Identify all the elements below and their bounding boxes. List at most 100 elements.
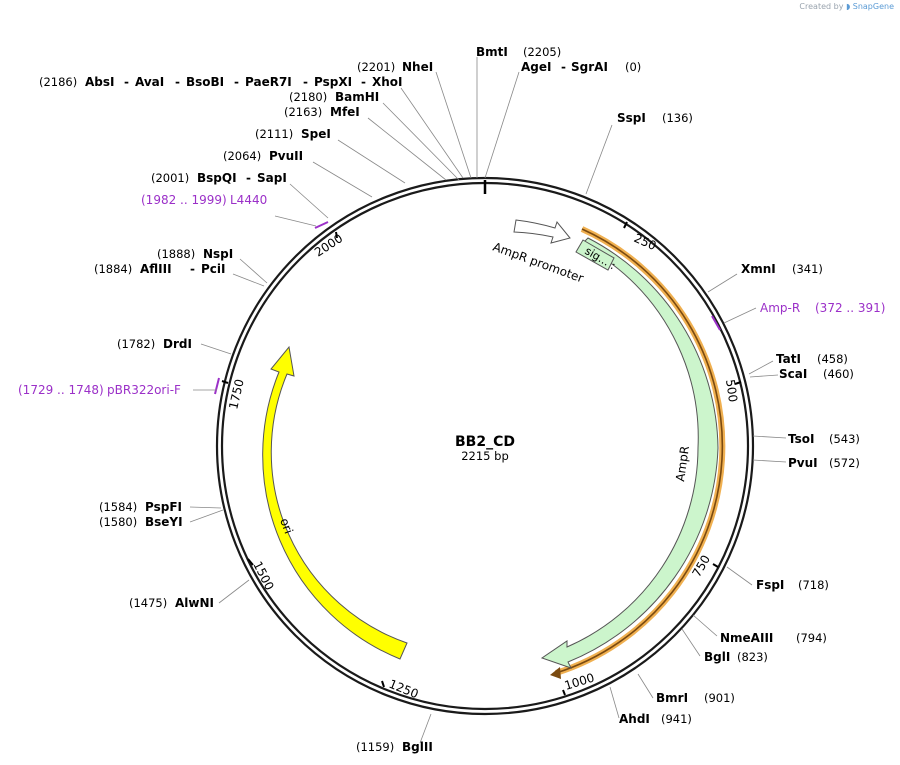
enzyme-tati[interactable]: TatI (458) [776, 352, 848, 366]
svg-text:-: - [124, 75, 129, 89]
enzyme-name: BseYI [145, 515, 183, 529]
enzyme-pos: (0) [625, 60, 641, 74]
enzyme-tsoi[interactable]: TsoI (543) [788, 432, 860, 446]
enzyme-bmti[interactable]: BmtI (2205) [476, 45, 561, 59]
enzyme-scai[interactable]: ScaI (460) [779, 367, 854, 381]
svg-text:-: - [234, 75, 239, 89]
enzyme-bamhi[interactable]: (2180) BamHI [289, 90, 379, 104]
enzyme-nhei[interactable]: (2201) NheI [357, 60, 433, 74]
tick-1750: 1750 [221, 378, 247, 411]
enzyme-bspqi-sapi[interactable]: (2001) BspQI - SapI [151, 171, 287, 185]
primer-marks [214, 221, 721, 395]
enzyme-pos: (718) [798, 578, 829, 592]
enzyme-pos: (823) [737, 650, 768, 664]
enzyme-agei-sgrai[interactable]: AgeI - SgrAI (0) [521, 60, 641, 74]
tick-label-1000: 1000 [563, 671, 596, 693]
enzyme-mfei[interactable]: (2163) MfeI [284, 105, 360, 119]
snapgene-brand: Created by ◗ SnapGene [799, 2, 894, 11]
feature-label-ampr: AmpR [673, 445, 692, 482]
enzyme-name: XhoI [372, 75, 403, 89]
enzyme-name: BglII [402, 740, 433, 754]
enzyme-bglii[interactable]: (1159) BglII [356, 740, 433, 754]
enzyme-nmeaiii[interactable]: NmeAIII (794) [720, 631, 827, 645]
primer-pos: (1729 .. 1748) [18, 383, 104, 397]
enzyme-name: AbsI [85, 75, 114, 89]
enzyme-sspi[interactable]: SspI (136) [617, 111, 693, 125]
enzyme-pos: (1584) [99, 500, 137, 514]
enzyme-fspi[interactable]: FspI (718) [756, 578, 829, 592]
enzyme-pos: (2064) [223, 149, 261, 163]
enzyme-name: BsoBI [186, 75, 224, 89]
enzyme-name: NheI [402, 60, 433, 74]
enzyme-name: NspI [203, 247, 233, 261]
enzyme-ahdi[interactable]: AhdI (941) [619, 712, 692, 726]
feature-amp-orf-outline[interactable] [550, 226, 726, 679]
enzyme-nspi[interactable]: (1888) NspI [157, 247, 233, 261]
enzyme-pos: (2201) [357, 60, 395, 74]
primer-pbr322ori-f[interactable]: (1729 .. 1748) pBR322ori-F [18, 383, 181, 397]
enzyme-bseyi[interactable]: (1580) BseYI [99, 515, 183, 529]
feature-ampr-promoter[interactable]: AmpR promoter [491, 219, 585, 286]
enzyme-pos: (1159) [356, 740, 394, 754]
tick-500: 500 [723, 378, 742, 403]
enzyme-pvuii[interactable]: (2064) PvuII [223, 149, 303, 163]
primer-pos: (372 .. 391) [815, 301, 885, 315]
enzyme-pos: (2001) [151, 171, 189, 185]
svg-text:-: - [175, 75, 180, 89]
enzyme-pos: (1580) [99, 515, 137, 529]
enzyme-name: TatI [776, 352, 801, 366]
svg-text:-: - [561, 60, 566, 74]
enzyme-name: PvuI [788, 456, 818, 470]
enzyme-xmni[interactable]: XmnI (341) [741, 262, 823, 276]
enzyme-alwni[interactable]: (1475) AlwNI [129, 596, 214, 610]
tick-label-1750: 1750 [226, 378, 247, 411]
feature-ori[interactable]: ori [262, 345, 408, 660]
enzyme-pos: (1782) [117, 337, 155, 351]
enzyme-drdi[interactable]: (1782) DrdI [117, 337, 192, 351]
enzyme-bgli[interactable]: BglI (823) [704, 650, 768, 664]
enzyme-name: BmrI [656, 691, 688, 705]
tick-label-250: 250 [632, 231, 659, 253]
tick-label-500: 500 [723, 378, 740, 403]
enzyme-pos: (2180) [289, 90, 327, 104]
enzyme-name: SspI [617, 111, 646, 125]
primer-amp-r[interactable]: Amp-R (372 .. 391) [760, 301, 885, 315]
enzyme-pos: (2186) [39, 75, 77, 89]
enzyme-pos: (1884) [94, 262, 132, 276]
brand-app-name: SnapGene [852, 2, 894, 11]
enzyme-name: AlwNI [175, 596, 214, 610]
enzyme-bmri[interactable]: BmrI (901) [656, 691, 735, 705]
enzyme-name: PaeR7I [245, 75, 292, 89]
enzyme-name: DrdI [163, 337, 192, 351]
enzyme-name: MfeI [330, 105, 360, 119]
enzyme-name: AvaI [135, 75, 164, 89]
enzyme-name: FspI [756, 578, 784, 592]
plasmid-name: BB2_CD [455, 434, 515, 450]
primer-name: L4440 [230, 193, 267, 207]
enzyme-pspfi[interactable]: (1584) PspFI [99, 500, 182, 514]
enzyme-pos: (2205) [523, 45, 561, 59]
enzyme-pos: (794) [796, 631, 827, 645]
tick-1500: 1500 [247, 558, 277, 593]
enzyme-name: SgrAI [571, 60, 608, 74]
enzyme-pos: (543) [829, 432, 860, 446]
feature-label-ori: ori [277, 516, 295, 535]
feature-label-ampr-promoter: AmpR promoter [491, 240, 585, 286]
primer-name: Amp-R [760, 301, 800, 315]
enzyme-name: AgeI [521, 60, 551, 74]
enzyme-name: BamHI [335, 90, 379, 104]
enzyme-pos: (901) [704, 691, 735, 705]
enzyme-name: ScaI [779, 367, 807, 381]
enzyme-xhoi-group[interactable]: (2186) AbsI - AvaI - BsoBI - PaeR7I - Ps… [39, 75, 403, 89]
primer-pos: (1982 .. 1999) [141, 193, 227, 207]
svg-text:-: - [246, 171, 251, 185]
enzyme-spei[interactable]: (2111) SpeI [255, 127, 331, 141]
feature-ampr[interactable]: AmpR [540, 237, 719, 669]
brand-created-by: Created by [799, 2, 844, 11]
enzyme-afliii-pcii[interactable]: (1884) AflIII - PciI [94, 262, 226, 276]
enzyme-pos: (136) [662, 111, 693, 125]
primer-l4440[interactable]: (1982 .. 1999) L4440 [141, 193, 267, 207]
enzyme-name: PciI [201, 262, 226, 276]
enzyme-pvui[interactable]: PvuI (572) [788, 456, 860, 470]
